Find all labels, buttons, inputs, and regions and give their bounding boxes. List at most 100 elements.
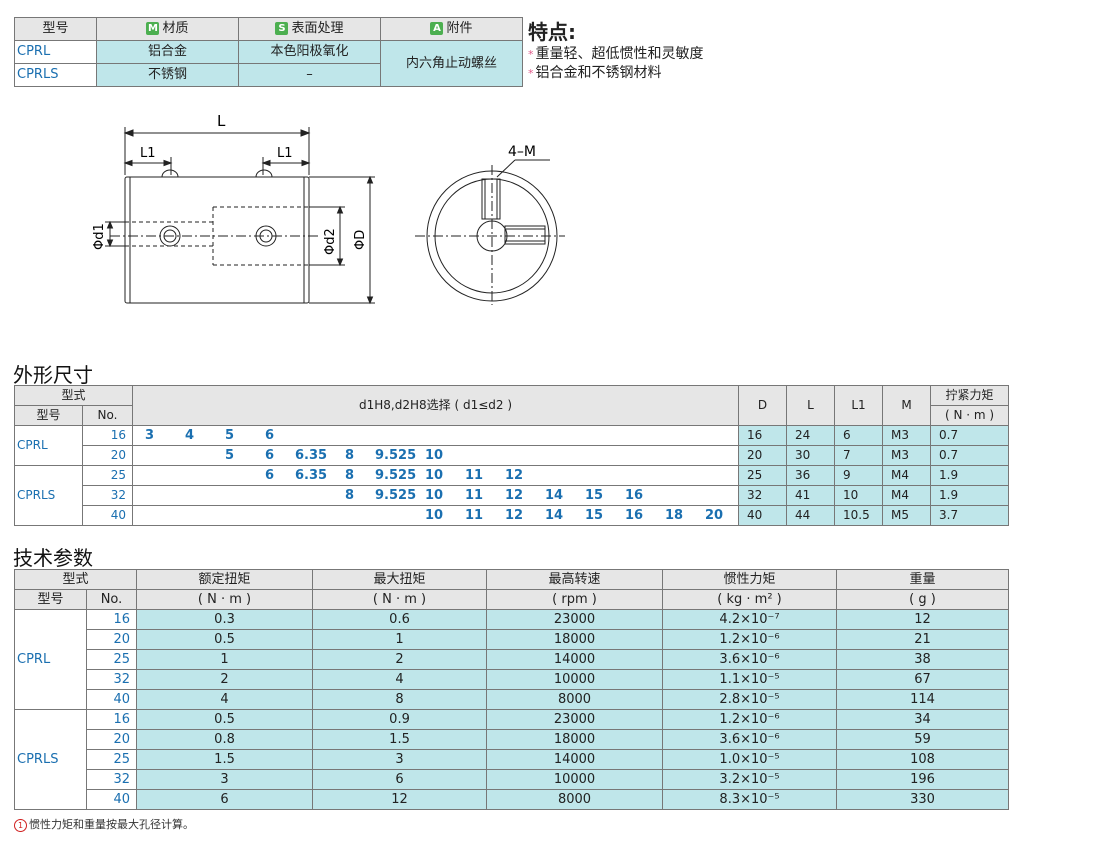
bore-value: 5 <box>225 428 235 443</box>
header-weight-unit: ( g ) <box>836 589 1010 610</box>
no-cell: 20 <box>85 729 138 750</box>
weight-cell: 38 <box>836 649 1010 670</box>
header-no: No. <box>81 405 134 426</box>
header-type-style: 型式 <box>13 569 138 590</box>
dimensions-table: 型式 d1H8,d2H8选择 ( d1≤d2 ) D L L1 M 拧紧力矩 型… <box>13 385 1010 526</box>
bore-value: 10 <box>425 448 444 463</box>
speed-cell: 8000 <box>486 689 664 710</box>
weight-cell: 34 <box>836 709 1010 730</box>
header-L: L <box>786 385 836 426</box>
bore-value: 6 <box>265 468 275 483</box>
no-cell: 40 <box>81 505 134 526</box>
d-cell: 25 <box>738 465 788 486</box>
label-d2: Φd2 <box>323 228 338 255</box>
no-cell: 20 <box>81 445 134 466</box>
bore-value: 8 <box>345 468 355 483</box>
accessory-badge-icon: A <box>430 22 444 35</box>
l1-cell: 7 <box>834 445 884 466</box>
bore-value: 8 <box>345 488 355 503</box>
max-cell: 1.5 <box>312 729 488 750</box>
no-cell: 16 <box>81 425 134 446</box>
bore-value: 10 <box>425 468 444 483</box>
weight-cell: 67 <box>836 669 1010 690</box>
speed-cell: 8000 <box>486 789 664 810</box>
rated-cell: 4 <box>136 689 314 710</box>
speed-cell: 10000 <box>486 769 664 790</box>
weight-cell: 330 <box>836 789 1010 810</box>
l-cell: 41 <box>786 485 836 506</box>
m-cell: M5 <box>882 505 932 526</box>
no-cell: 40 <box>85 789 138 810</box>
bore-value: 4 <box>185 428 195 443</box>
speed-cell: 23000 <box>486 609 664 630</box>
speed-cell: 18000 <box>486 729 664 750</box>
m-cell: M4 <box>882 465 932 486</box>
model-cell: CPRLS <box>14 63 97 87</box>
dimensions-title: 外形尺寸 <box>13 363 93 387</box>
rated-cell: 1.5 <box>136 749 314 770</box>
inertia-cell: 1.1×10⁻⁵ <box>662 669 838 690</box>
bore-value: 11 <box>465 488 484 503</box>
max-cell: 6 <box>312 769 488 790</box>
header-model: 型号 <box>14 17 97 41</box>
header-rated-unit: ( N · m ) <box>136 589 314 610</box>
features-title: 特点: <box>528 20 576 44</box>
header-D: D <box>738 385 788 426</box>
features: 特点: *重量轻、超低惯性和灵敏度 *铝合金和不锈钢材料 <box>528 16 704 83</box>
max-cell: 1 <box>312 629 488 650</box>
max-cell: 8 <box>312 689 488 710</box>
bore-value: 12 <box>505 488 524 503</box>
torque-cell: 1.9 <box>930 465 1010 486</box>
bore-value: 9.525 <box>375 448 417 463</box>
header-torque-unit: ( N · m ) <box>930 405 1010 426</box>
bore-value: 14 <box>545 508 564 523</box>
weight-cell: 59 <box>836 729 1010 750</box>
d-cell: 16 <box>738 425 788 446</box>
no-cell: 32 <box>85 669 138 690</box>
header-model: 型号 <box>14 405 83 426</box>
torque-cell: 3.7 <box>930 505 1010 526</box>
bore-value: 11 <box>465 468 484 483</box>
d-cell: 20 <box>738 445 788 466</box>
max-cell: 3 <box>312 749 488 770</box>
rated-cell: 0.5 <box>136 709 314 730</box>
weight-cell: 21 <box>836 629 1010 650</box>
torque-cell: 1.9 <box>930 485 1010 506</box>
rated-cell: 6 <box>136 789 314 810</box>
feature-item: *铝合金和不锈钢材料 <box>528 65 662 81</box>
header-rated: 额定扭矩 <box>136 569 314 590</box>
l-cell: 30 <box>786 445 836 466</box>
no-cell: 40 <box>85 689 138 710</box>
max-cell: 0.9 <box>312 709 488 730</box>
no-cell: 25 <box>81 465 134 486</box>
accessory-cell: 内六角止动螺丝 <box>380 40 523 87</box>
no-cell: 32 <box>85 769 138 790</box>
material-cell: 铝合金 <box>96 40 239 64</box>
coupling-drawing: L L1 L1 Φd1 Φd2 ΦD 4–M <box>92 112 565 305</box>
max-cell: 4 <box>312 669 488 690</box>
rated-cell: 0.5 <box>136 629 314 650</box>
l1-cell: 10 <box>834 485 884 506</box>
l1-cell: 9 <box>834 465 884 486</box>
bore-value: 9.525 <box>375 468 417 483</box>
bore-value: 6.35 <box>295 468 328 483</box>
l-cell: 24 <box>786 425 836 446</box>
inertia-cell: 3.6×10⁻⁶ <box>662 649 838 670</box>
weight-cell: 114 <box>836 689 1010 710</box>
note-marker-icon: 1 <box>14 819 27 832</box>
bore-value: 12 <box>505 508 524 523</box>
torque-cell: 0.7 <box>930 425 1010 446</box>
m-cell: M3 <box>882 425 932 446</box>
label-L1: L1 <box>140 146 156 161</box>
l-cell: 36 <box>786 465 836 486</box>
header-inertia: 惯性力矩 <box>662 569 838 590</box>
bore-value: 16 <box>625 488 644 503</box>
header-speed-unit: ( rpm ) <box>486 589 664 610</box>
